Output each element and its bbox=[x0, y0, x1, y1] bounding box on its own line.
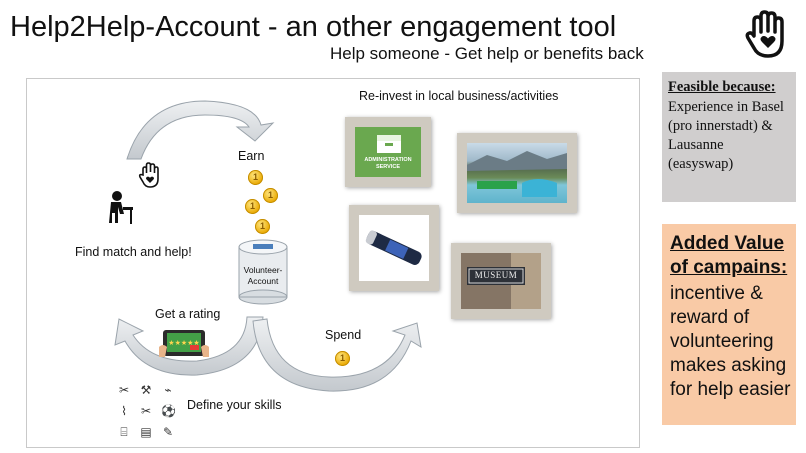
feasible-heading: Feasible because: bbox=[668, 79, 776, 95]
coin-icon: 1 bbox=[335, 351, 350, 366]
pool-image bbox=[467, 143, 567, 203]
volunteer-account-cylinder bbox=[238, 239, 288, 305]
pool-frame bbox=[457, 133, 577, 213]
soccer-ball-icon: ⚽ bbox=[161, 404, 176, 418]
coin-icon: 1 bbox=[248, 170, 263, 185]
rating-arrow bbox=[114, 316, 264, 376]
coin-icon: 1 bbox=[263, 188, 278, 203]
tube-image bbox=[359, 215, 429, 281]
feasible-box: Feasible because: Experience in Basel (p… bbox=[662, 72, 796, 202]
reinvest-label: Re-invest in local business/activities bbox=[359, 89, 559, 103]
broom-icon: ⌇ bbox=[121, 404, 127, 418]
added-value-box: Added Value of campains: incentive & rew… bbox=[662, 224, 796, 425]
spend-arrow bbox=[252, 318, 422, 392]
volunteer-account-label: Volunteer-Account bbox=[243, 265, 283, 286]
page-subtitle: Help someone - Get help or benefits back bbox=[330, 44, 644, 63]
feasible-body: Experience in Basel (pro innerstadt) & L… bbox=[668, 99, 784, 172]
added-value-body: incentive & reward of volunteering makes… bbox=[670, 283, 791, 400]
museum-frame: MUSEUM bbox=[451, 243, 551, 319]
find-match-label: Find match and help! bbox=[75, 245, 192, 259]
sewing-machine-icon: ⌸ bbox=[120, 425, 128, 439]
spend-label: Spend bbox=[325, 328, 362, 342]
rating-tablet-icon: ★★★★★ bbox=[159, 330, 209, 357]
scissors-icon: ✂ bbox=[140, 404, 152, 418]
tube-frame bbox=[349, 205, 439, 291]
museum-label: MUSEUM bbox=[474, 270, 518, 280]
earn-label: Earn bbox=[238, 149, 265, 163]
earn-arrow bbox=[126, 100, 275, 160]
hand-heart-small-icon bbox=[138, 162, 159, 188]
admin-service-image: ADMINISTRATION SERVICE bbox=[355, 127, 421, 177]
shoe-icon: ⌁ bbox=[164, 383, 172, 397]
volunteer-person-icon bbox=[109, 191, 133, 224]
admin-service-label: ADMINISTRATION SERVICE bbox=[364, 157, 412, 170]
page-title: Help2Help-Account - an other engagement … bbox=[10, 11, 617, 43]
document-icon: ▤ bbox=[140, 425, 152, 439]
svg-text:★★★★★: ★★★★★ bbox=[168, 339, 199, 347]
added-value-heading: Added Value of campains: bbox=[670, 233, 788, 278]
flow-arrows: ★★★★★ bbox=[109, 100, 422, 392]
writing-icon: ✎ bbox=[162, 425, 174, 439]
sewing-icon: ✂ bbox=[118, 383, 130, 397]
admin-service-frame: ADMINISTRATION SERVICE bbox=[345, 117, 431, 187]
define-skills-label: Define your skills bbox=[187, 398, 282, 412]
get-rating-label: Get a rating bbox=[155, 307, 221, 321]
hand-heart-icon bbox=[740, 8, 794, 62]
coin-icon: 1 bbox=[255, 219, 270, 234]
engagement-diagram: ★★★★★ 1 1 1 1 1 Earn Find match and help… bbox=[26, 78, 640, 448]
tools-icon: ⚒ bbox=[140, 383, 152, 397]
coin-icon: 1 bbox=[245, 199, 260, 214]
museum-image: MUSEUM bbox=[461, 253, 541, 309]
